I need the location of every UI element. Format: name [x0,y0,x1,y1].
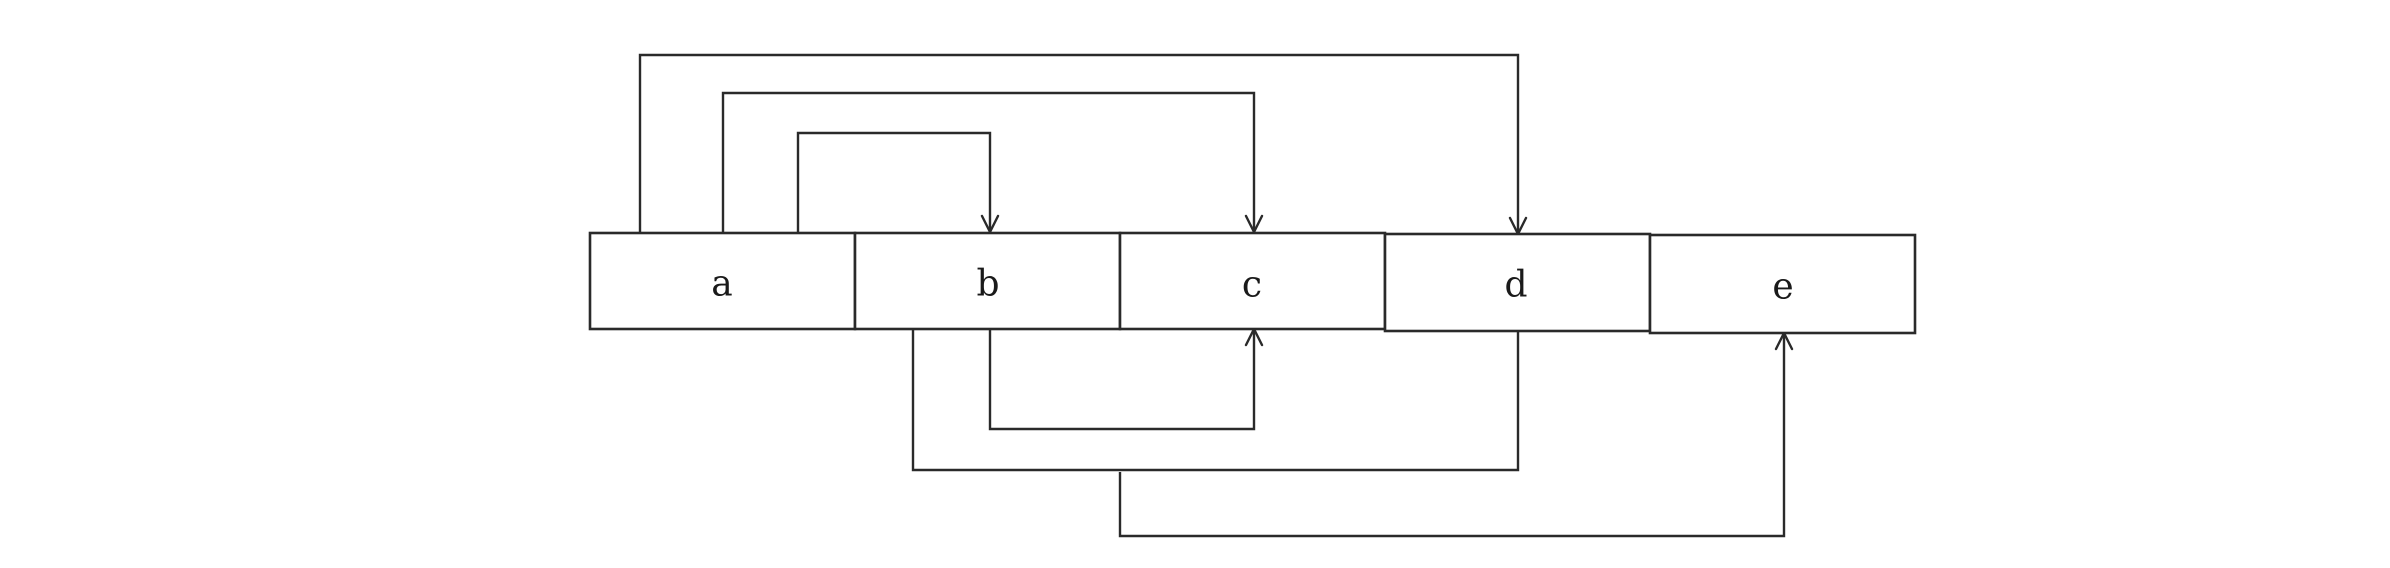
cell-d: d [1383,232,1652,333]
cell-b-label: b [976,264,999,305]
cell-c-label: c [1242,265,1262,306]
cell-a: a [588,231,857,331]
cell-e-box [1648,233,1917,335]
cell-b-box [853,231,1122,331]
link-a-to-c [721,91,1256,233]
links-layer [638,53,1794,538]
link-d-to-b [911,329,1520,472]
link-c-to-e [1118,333,1786,538]
cell-e-label: e [1772,267,1793,308]
cell-a-label: a [711,264,732,305]
link-a-to-d [638,53,1520,234]
cell-d-box [1383,232,1652,333]
link-b-to-c [988,329,1256,431]
cell-d-label: d [1504,265,1527,306]
cell-b: b [853,231,1122,331]
cell-c: c [1118,231,1387,331]
link-a-to-b [796,131,992,233]
cell-a-box [588,231,857,331]
cell-e: e [1648,233,1917,335]
cells-row: a b c d e [588,231,1917,335]
